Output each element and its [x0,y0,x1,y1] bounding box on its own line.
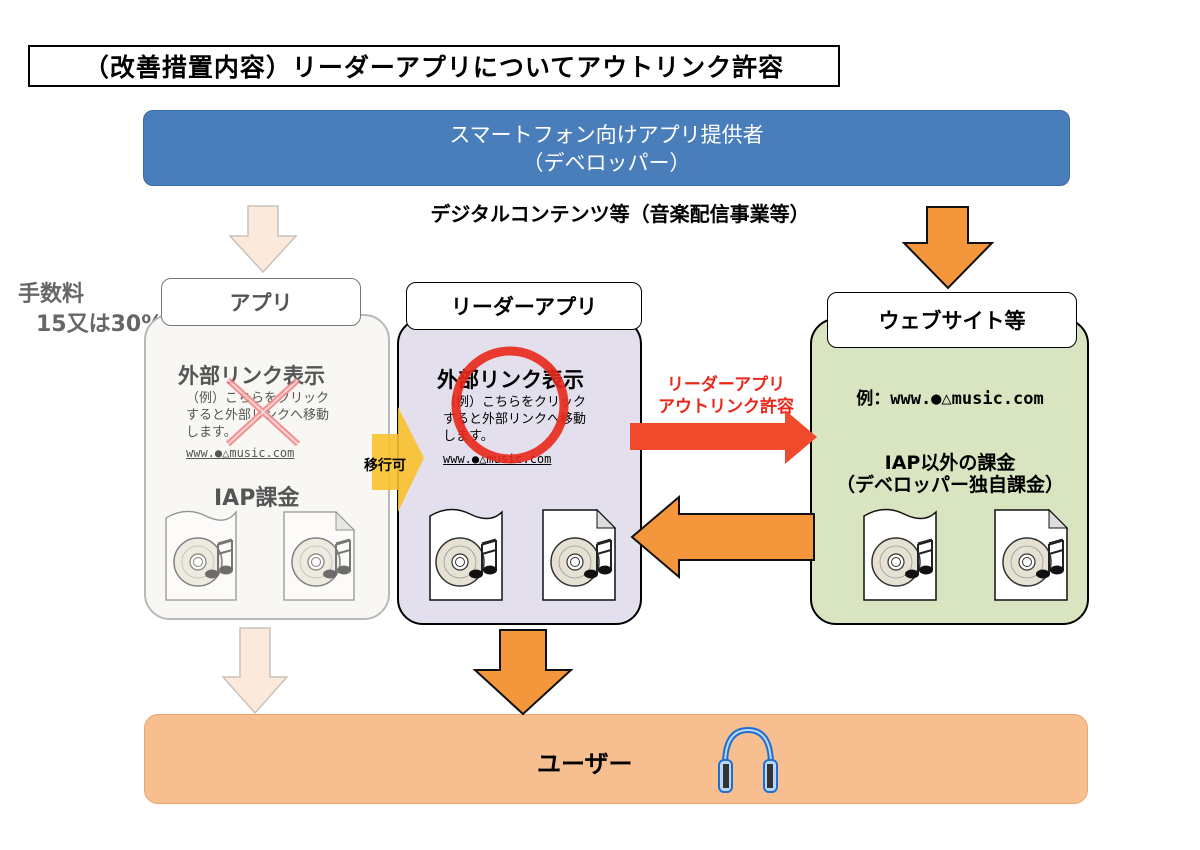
fee-label: 手数料 15又は30% [18,280,163,340]
website-tab: ウェブサイト等 [827,292,1077,348]
music-file-icon [165,509,237,601]
app-external-link-url[interactable]: www.●△music.com [186,446,295,460]
website-charge-line2: （デベロッパー独自課金） [835,474,1064,496]
developer-sublabel: （デベロッパー） [522,151,691,175]
reader-example-line1: （例）こちらをクリック [443,395,587,410]
user-box [144,714,1088,804]
music-file-icon [542,508,617,601]
faded-arrow-down-to-user [221,627,289,715]
fee-rate: 15又は30% [36,312,164,337]
website-url-example: 例：www.●△music.com [856,389,1044,409]
digital-content-label: デジタルコンテンツ等（音楽配信事業等） [430,202,810,226]
circle-mark-icon [451,346,569,464]
outlink-permit-line2: アウトリンク許容 [658,397,794,417]
outlink-permit-label: リーダーアプリ アウトリンク許容 [640,374,812,418]
faded-arrow-down-to-app [228,205,298,274]
music-file-icon [429,508,503,601]
headphones-icon [718,726,778,793]
reader-example-line2: すると外部リンクへ移動 [443,412,587,427]
app-external-link-title: 外部リンク表示 [178,364,325,388]
developer-label: スマートフォン向けアプリ提供者 [449,123,764,147]
migrate-arrow [372,407,424,512]
outlink-permit-line1: リーダーアプリ [666,375,786,395]
arrow-down-to-website [901,206,995,290]
app-iap-charge-label: IAP課金 [214,486,300,511]
app-example-line3: します。 [186,425,237,440]
reader-external-link-example: （例）こちらをクリック すると外部リンクへ移動 します。 [443,394,586,445]
music-file-icon [994,508,1069,601]
website-charge-line1: IAP以外の課金 [884,452,1016,474]
page-title: （改善措置内容）リーダーアプリについてアウトリンク許容 [28,45,840,87]
cross-mark-icon [225,377,301,447]
migrate-label: 移行可 [364,457,406,474]
arrow-website-to-reader [630,494,815,580]
music-file-icon [283,510,356,601]
developer-box: スマートフォン向けアプリ提供者 （デベロッパー） [143,110,1070,186]
arrow-down-to-user [472,629,574,716]
reader-app-tab: リーダーアプリ [406,282,642,330]
outlink-permit-arrow [630,410,817,464]
fee-title: 手数料 [18,282,85,307]
website-charge-label: IAP以外の課金 （デベロッパー独自課金） [812,452,1088,496]
user-label: ユーザー [537,750,633,778]
music-file-icon [863,508,937,601]
app-example-line1: （例）こちらをクリック [186,391,330,406]
app-tab: アプリ [161,278,361,326]
